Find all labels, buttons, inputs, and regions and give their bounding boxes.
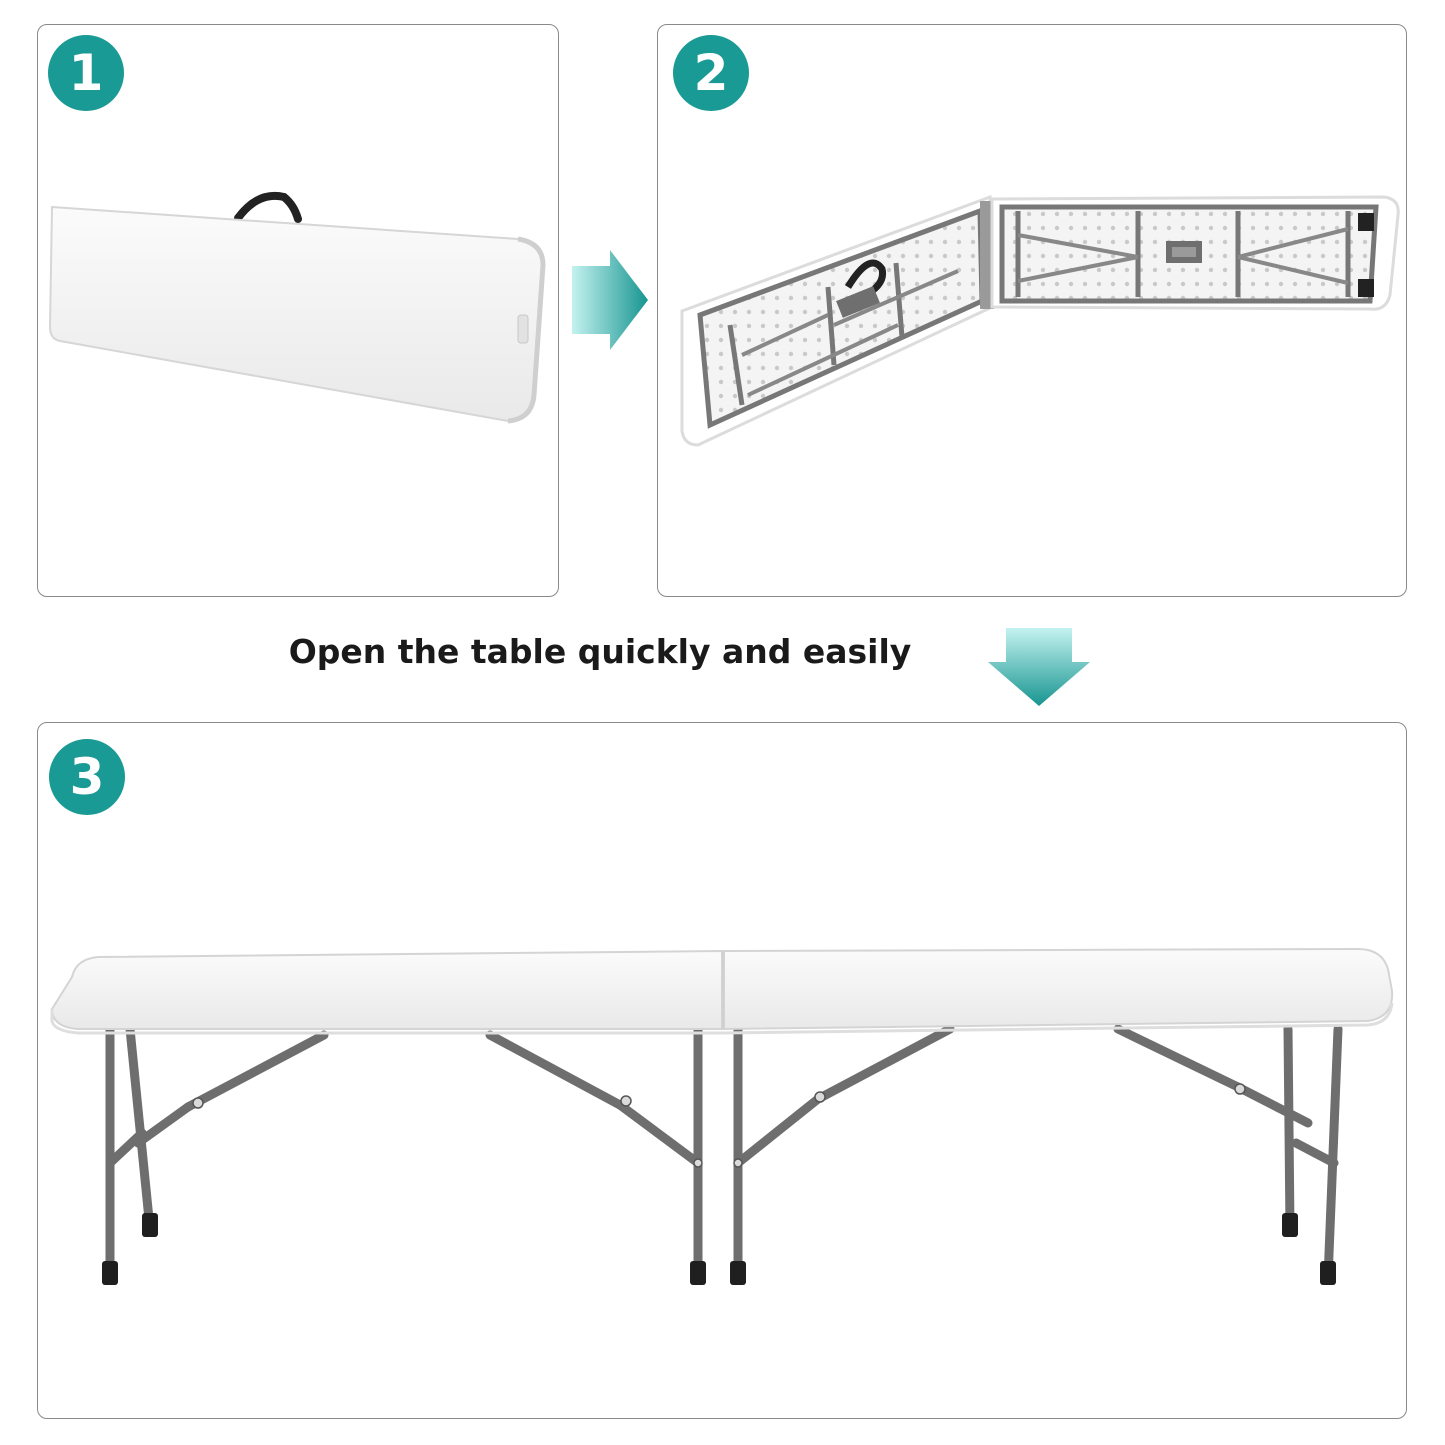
- half-open-table-image: [680, 194, 1400, 447]
- instruction-caption: Open the table quickly and easily: [288, 632, 912, 671]
- arrow-down-icon: [988, 628, 1090, 706]
- step-1-panel: 1: [37, 24, 559, 597]
- folded-table-image: [48, 192, 546, 424]
- arrow-right-icon: [572, 250, 648, 350]
- open-bench-image: [50, 947, 1394, 1285]
- step-3-badge: 3: [49, 739, 125, 815]
- step-3-panel: 3: [37, 722, 1407, 1419]
- step-2-panel: 2: [657, 24, 1407, 597]
- step-1-badge: 1: [48, 35, 124, 111]
- step-2-badge: 2: [673, 35, 749, 111]
